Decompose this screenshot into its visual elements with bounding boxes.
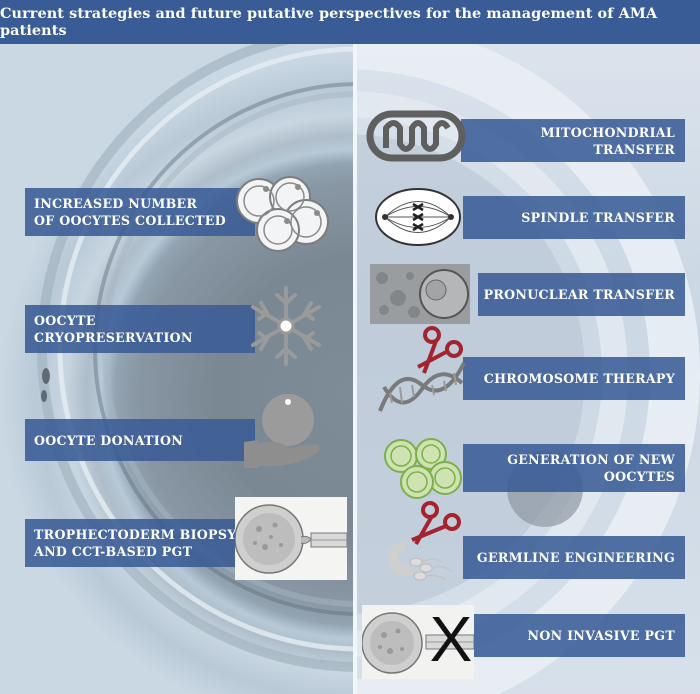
perspective-text: CHROMOSOME THERAPY (483, 371, 675, 386)
perspective-label-new-oocytes: GENERATION OF NEW OOCYTES (463, 444, 685, 492)
strategy-line-2: AND CCT-BASED PGT (34, 544, 193, 559)
panel-divider (353, 44, 357, 694)
perspective-label-mitochondrial-transfer: MITOCHONDRIAL TRANSFER (461, 119, 685, 162)
perspective-text: SPINDLE TRANSFER (521, 210, 675, 225)
hand-with-oocyte-icon (244, 394, 320, 468)
perspective-text: MITOCHONDRIAL TRANSFER (540, 124, 675, 157)
spindle-icon (375, 188, 461, 246)
strategy-line-1: INCREASED NUMBER (34, 196, 198, 211)
perspective-text: PRONUCLEAR TRANSFER (483, 287, 675, 302)
page-title: Current strategies and future putative p… (0, 5, 658, 39)
current-strategies-panel (0, 44, 355, 694)
perspective-label-germline-engineering: GERMLINE ENGINEERING (463, 536, 685, 579)
strategy-label-trophectoderm-biopsy: TROPHECTODERM BIOPSY AND CCT-BASED PGT (25, 519, 255, 567)
perspective-line-2: OOCYTES (603, 469, 675, 484)
cross-mark: X (429, 605, 473, 675)
biopsy-micrograph-drawing (235, 504, 347, 574)
strategy-line-1: TROPHECTODERM BIOPSY (34, 527, 237, 542)
green-oocytes-icon (384, 438, 462, 499)
dna-scissors-icon (378, 326, 466, 412)
scissors-sperm-icon (388, 501, 461, 581)
strategy-line-2: CRYOPRESERVATION (34, 330, 193, 345)
perspective-text: GERMLINE ENGINEERING (476, 550, 675, 565)
oocytes-cluster-icon (236, 176, 329, 252)
strategy-label-increased-oocytes: INCREASED NUMBER OF OOCYTES COLLECTED (25, 188, 255, 236)
crossed-biopsy-drawing (362, 612, 474, 674)
strategy-label-cryopreservation: OOCYTE CRYOPRESERVATION (25, 305, 255, 353)
pronuclear-micrograph-drawing (370, 264, 470, 324)
perspective-text: NON INVASIVE PGT (527, 628, 675, 643)
snowflake-icon (251, 286, 321, 366)
strategy-line-1: OOCYTE DONATION (34, 432, 184, 448)
perspective-line-1: GENERATION OF NEW (507, 452, 675, 467)
perspective-label-spindle-transfer: SPINDLE TRANSFER (463, 196, 685, 239)
perspective-label-chromosome-therapy: CHROMOSOME THERAPY (463, 357, 685, 400)
oocyte-micrograph-background (37, 44, 355, 672)
strategy-line-1: OOCYTE (34, 313, 96, 328)
pronuclear-micrograph (370, 264, 470, 324)
perspective-label-non-invasive-pgt: NON INVASIVE PGT (470, 614, 685, 657)
crossed-biopsy-micrograph: X (362, 605, 474, 679)
mitochondrion-icon (366, 110, 466, 162)
strategy-label-donation: OOCYTE DONATION (25, 419, 255, 461)
strategy-line-2: OF OOCYTES COLLECTED (34, 213, 226, 228)
biopsy-micrograph (235, 497, 347, 580)
perspective-label-pronuclear-transfer: PRONUCLEAR TRANSFER (478, 273, 685, 316)
header-bar: Current strategies and future putative p… (0, 0, 700, 44)
